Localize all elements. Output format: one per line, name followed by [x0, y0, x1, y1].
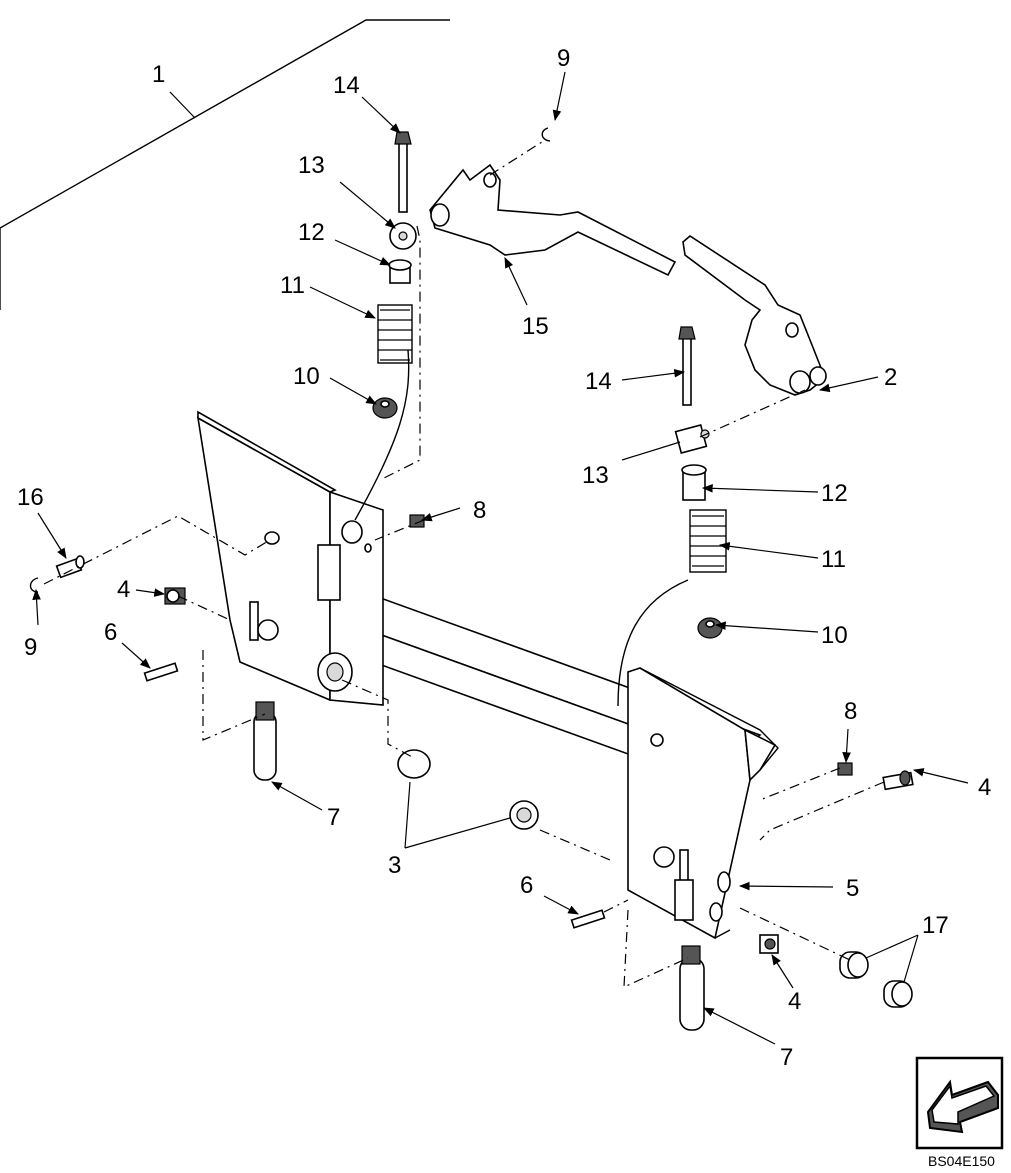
callout-2: 2 — [884, 364, 897, 391]
callout-13-left: 13 — [298, 152, 325, 179]
callout-4-right-top: 4 — [978, 774, 991, 801]
left-pin-stack — [354, 131, 417, 521]
pin-16 — [55, 555, 85, 579]
latch-pin-left — [253, 701, 277, 781]
callout-4-left: 4 — [117, 576, 130, 603]
callout-14-right: 14 — [585, 368, 612, 395]
left-side-plate — [196, 410, 384, 706]
grease-fitting-right-top — [882, 770, 914, 791]
callout-9-left: 9 — [24, 634, 37, 661]
leader-lines — [32, 71, 969, 1045]
callout-1: 1 — [152, 61, 165, 88]
callout-7-right: 7 — [780, 1044, 793, 1071]
callout-11-left: 11 — [280, 272, 305, 299]
left-lever — [429, 163, 677, 277]
callout-5: 5 — [846, 875, 859, 902]
callout-10-right: 10 — [821, 622, 848, 649]
nut-right — [837, 762, 853, 776]
callout-12-right: 12 — [821, 480, 848, 507]
arrow-down-left-icon — [915, 1056, 1004, 1150]
callout-15: 15 — [522, 313, 549, 340]
callout-16: 16 — [17, 484, 44, 511]
callout-9-top: 9 — [557, 45, 570, 72]
plug — [397, 749, 431, 779]
callout-11-right: 11 — [821, 546, 846, 573]
callout-labels: 1 2 3 4 4 4 5 6 6 7 7 8 8 9 9 10 10 11 1… — [17, 45, 991, 1071]
reference-code: BS04E150 — [928, 1153, 995, 1169]
callout-10-left: 10 — [293, 363, 320, 390]
centerlines — [43, 139, 885, 988]
callout-6-right: 6 — [520, 872, 533, 899]
callout-7-left: 7 — [327, 804, 340, 831]
bushing — [509, 800, 539, 830]
callout-12-left: 12 — [298, 219, 325, 246]
snap-ring-left — [29, 577, 39, 593]
roll-pin-right — [570, 909, 606, 929]
callout-3: 3 — [388, 852, 401, 879]
callout-6-left: 6 — [104, 619, 117, 646]
right-pin-stack — [617, 326, 727, 707]
callout-8-right: 8 — [844, 698, 857, 725]
assembly-boundary — [0, 19, 450, 310]
callout-8-left: 8 — [473, 497, 486, 524]
grease-fitting-right-bottom — [759, 934, 779, 954]
roll-pin-left — [143, 662, 179, 682]
callout-13-right: 13 — [582, 462, 609, 489]
callout-14-left: 14 — [333, 72, 360, 99]
right-lever — [682, 235, 827, 396]
grease-fitting-left — [164, 587, 186, 605]
callout-17: 17 — [922, 912, 949, 939]
bushings-17 — [839, 951, 913, 1008]
right-side-plate — [627, 667, 779, 940]
callout-4-right-bottom: 4 — [788, 988, 801, 1015]
latch-pin-right — [679, 945, 705, 1031]
snap-ring-top — [541, 127, 551, 142]
